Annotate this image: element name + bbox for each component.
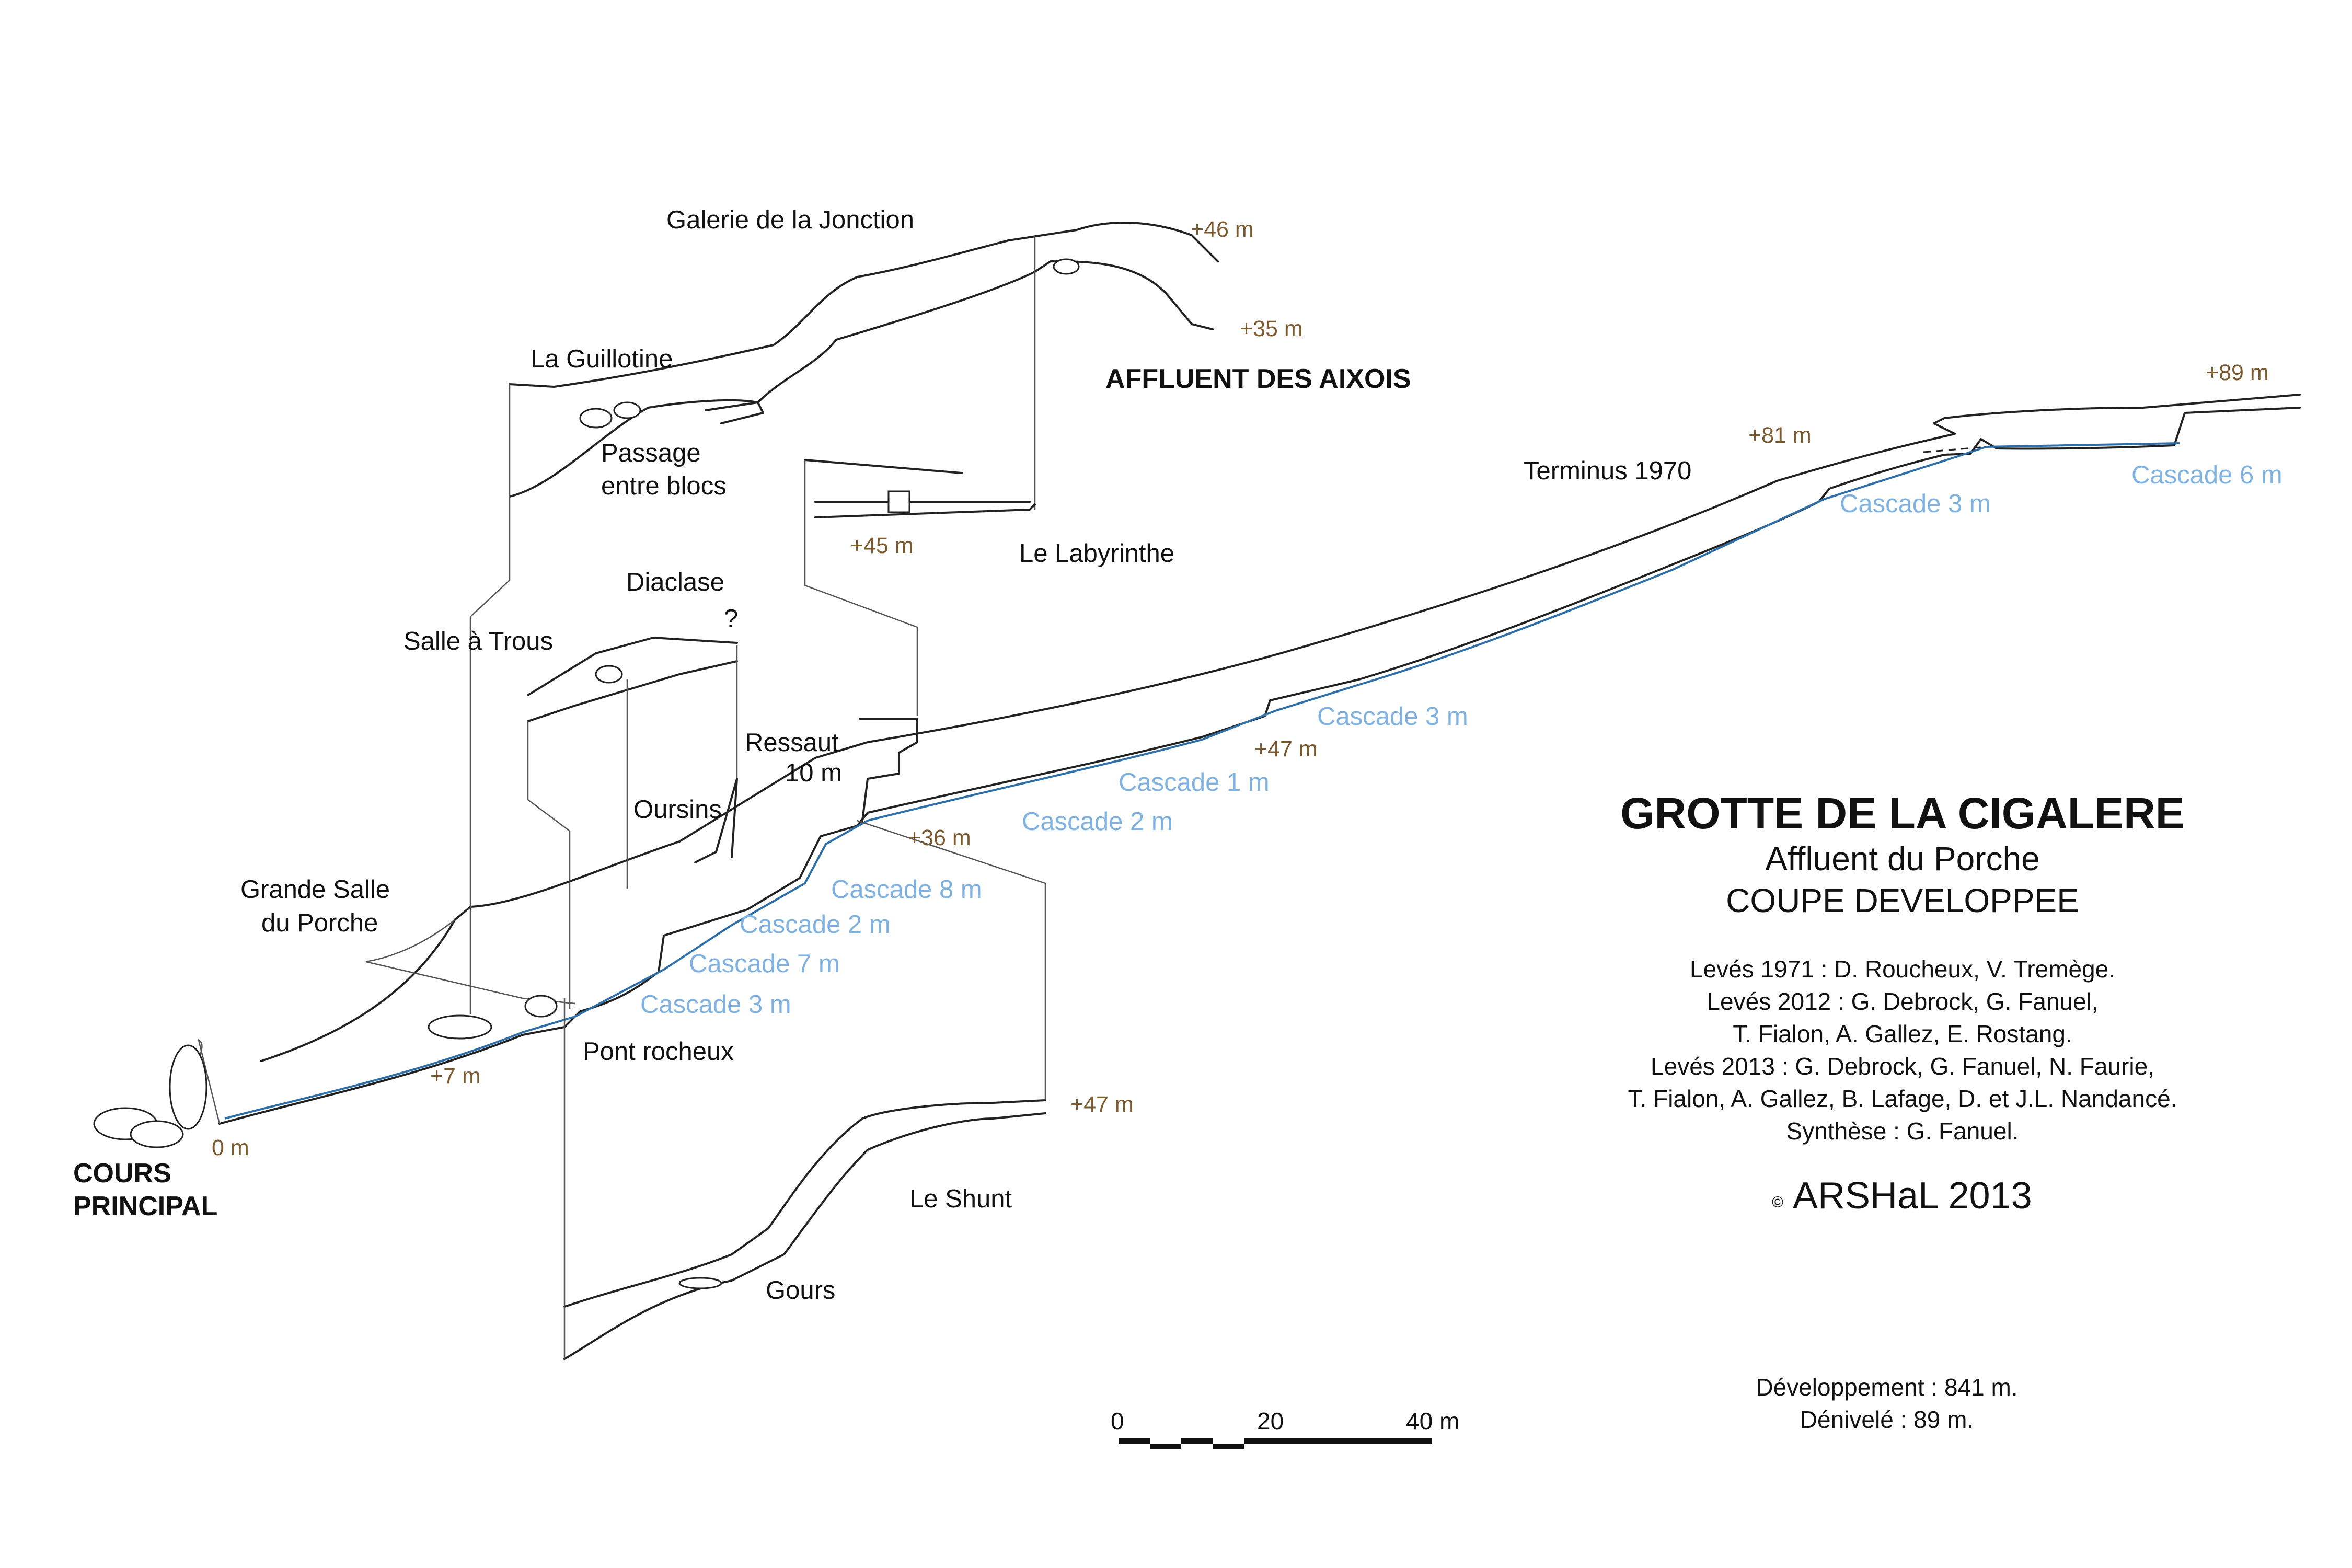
guillotine-drop-line	[469, 384, 511, 1014]
oursins-pit	[694, 778, 738, 863]
elevation-35: +35 m	[1240, 316, 1303, 341]
scale-segment	[1244, 1438, 1275, 1444]
elevation-46: +46 m	[1191, 217, 1254, 242]
label-galerie-jonction: Galerie de la Jonction	[666, 206, 914, 234]
elevation-47-main: +47 m	[1254, 736, 1318, 762]
map-subtitle: Affluent du Porche	[1765, 840, 2039, 878]
labyrinthe-drop-line	[804, 460, 918, 716]
cascade-1: Cascade 1 m	[1119, 768, 1270, 797]
copyright-symbol: ©	[1772, 1194, 1783, 1211]
map-view: COUPE DEVELOPPEE	[1726, 882, 2079, 919]
label-le-shunt: Le Shunt	[909, 1185, 1012, 1213]
elevation-7: +7 m	[430, 1064, 481, 1089]
cascade-8: Cascade 8 m	[831, 875, 982, 904]
label-grande-salle-line1: Grande Salle	[240, 875, 390, 904]
map-title: GROTTE DE LA CIGALERE	[1620, 789, 2185, 838]
elevation-47-shunt: +47 m	[1070, 1092, 1134, 1117]
scale-label-40: 40 m	[1406, 1408, 1459, 1435]
salle-a-trous	[527, 637, 738, 1009]
shunt-floor	[563, 1112, 1046, 1360]
label-affluent-aixois: AFFLUENT DES AIXOIS	[1105, 364, 1411, 394]
label-passage-line2: entre blocs	[601, 472, 727, 500]
cascade-7: Cascade 7 m	[689, 950, 840, 978]
porch-block	[428, 1014, 492, 1040]
vertical-range: Dénivelé : 89 m.	[1800, 1406, 1974, 1433]
label-grande-salle-line2: du Porche	[261, 909, 378, 937]
ressaut	[859, 718, 918, 822]
cascade-3-top: Cascade 3 m	[1840, 490, 1991, 518]
cascade-6: Cascade 6 m	[2131, 461, 2282, 489]
porch-block	[524, 995, 558, 1018]
ressaut-outline	[859, 718, 918, 822]
cascade-3-low: Cascade 3 m	[640, 990, 791, 1019]
label-labyrinthe: Le Labyrinthe	[1019, 539, 1174, 568]
cascade-3-mid: Cascade 3 m	[1317, 702, 1468, 731]
labyrinthe-block	[887, 490, 910, 513]
labyrinthe-outline	[804, 459, 1036, 518]
shunt-ceiling	[563, 1099, 1046, 1308]
scale-segment	[1213, 1444, 1244, 1449]
credit-line: Levés 2012 : G. Debrock, G. Fanuel,	[1707, 988, 2098, 1015]
labyrinthe	[804, 459, 1036, 716]
label-cours-line2: PRINCIPAL	[73, 1191, 217, 1221]
label-cours-line1: COURS	[73, 1158, 171, 1189]
development-length: Développement : 841 m.	[1756, 1374, 2017, 1401]
salle-trous-ceiling	[527, 637, 738, 696]
label-salle-trous: Salle à Trous	[403, 627, 553, 655]
label-question: ?	[724, 605, 738, 633]
porch-rock	[365, 919, 575, 1005]
jonction-ceiling	[509, 222, 1219, 388]
elevation-89: +89 m	[2206, 360, 2269, 385]
elevation-0: 0 m	[212, 1135, 249, 1160]
scale-segment	[1150, 1444, 1181, 1449]
scale-bar: 0 20 40 m	[1111, 1408, 1459, 1449]
main-gallery	[93, 394, 2301, 1148]
credit-line: T. Fialon, A. Gallez, E. Rostang.	[1733, 1020, 2072, 1047]
elevation-81: +81 m	[1748, 423, 1812, 448]
credit-line: Levés 1971 : D. Roucheux, V. Tremège.	[1690, 955, 2115, 983]
salle-block	[595, 665, 623, 684]
label-oursins: Oursins	[633, 795, 722, 824]
credit-line: T. Fialon, A. Gallez, B. Lafage, D. et J…	[1628, 1085, 2177, 1112]
dashed-connection	[1923, 446, 1987, 453]
credit-line: Synthèse : G. Fanuel.	[1786, 1117, 2019, 1145]
entrance-block	[130, 1120, 184, 1148]
entrance-block	[169, 1044, 207, 1130]
scale-label-0: 0	[1111, 1408, 1124, 1435]
passage-block	[613, 401, 641, 419]
scale-segment	[1119, 1438, 1150, 1444]
label-diaclase: Diaclase	[626, 568, 724, 596]
elevation-36: +36 m	[908, 825, 971, 850]
main-gallery-floor	[218, 407, 2301, 1125]
shunt-right-line	[857, 820, 1046, 1100]
credit-line: Levés 2013 : G. Debrock, G. Fanuel, N. F…	[1651, 1053, 2154, 1080]
title-block: GROTTE DE LA CIGALERE Affluent du Porche…	[1620, 789, 2185, 1217]
scale-segment	[1275, 1438, 1432, 1444]
label-terminus: Terminus 1970	[1524, 457, 1691, 485]
label-passage-line1: Passage	[601, 439, 701, 467]
upper-gallery	[469, 222, 1219, 1014]
salle-drop-line	[527, 721, 571, 1009]
scale-segment	[1181, 1438, 1213, 1444]
main-gallery-stream	[224, 442, 2180, 1120]
label-gours: Gours	[766, 1276, 835, 1305]
cascade-2-lower: Cascade 2 m	[740, 910, 891, 939]
label-ressaut-line2: 10 m	[785, 759, 842, 787]
cascade-2-upper: Cascade 2 m	[1022, 808, 1173, 836]
gours-block	[678, 1277, 722, 1289]
label-ressaut-line1: Ressaut	[745, 729, 839, 757]
label-pont-rocheux: Pont rocheux	[583, 1037, 734, 1066]
guillotine-step	[705, 401, 764, 424]
survey-stats: Développement : 841 m. Dénivelé : 89 m.	[1756, 1374, 2017, 1433]
elevation-45: +45 m	[850, 533, 914, 558]
copyright-text: ARSHaL 2013	[1793, 1175, 2032, 1217]
label-guillotine: La Guillotine	[531, 345, 673, 373]
scale-label-20: 20	[1257, 1408, 1284, 1435]
le-shunt	[563, 820, 1046, 1360]
passage-block	[1053, 258, 1080, 275]
salle-trous-floor	[527, 660, 738, 722]
passage-block	[579, 408, 613, 429]
